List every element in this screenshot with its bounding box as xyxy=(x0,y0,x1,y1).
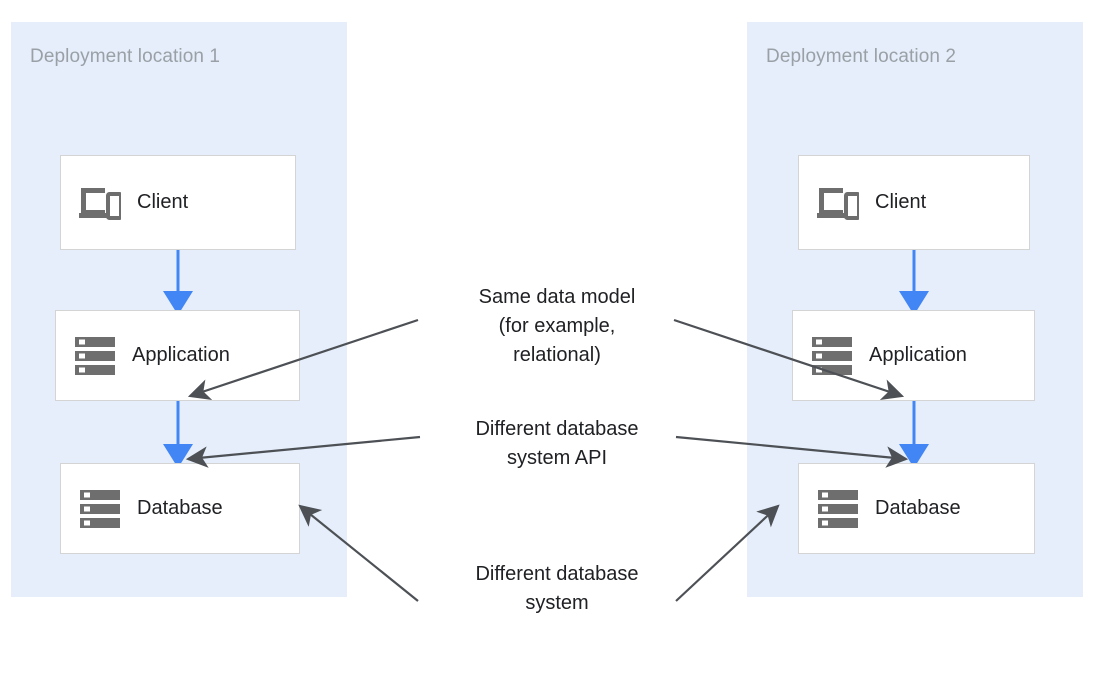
server-icon xyxy=(809,334,855,378)
server-icon xyxy=(815,487,861,531)
node-client-1-label: Client xyxy=(137,191,189,213)
node-database-2-label: Database xyxy=(875,497,961,519)
node-application-1[interactable]: Application xyxy=(55,310,300,401)
node-client-1[interactable]: Client xyxy=(60,155,296,250)
annotation-different-database-system: Different database system xyxy=(475,563,639,614)
node-application-1-label: Application xyxy=(132,344,230,366)
zone-2-title: Deployment location 2 xyxy=(766,46,957,67)
annotation-same-data-model: Same data model (for example, relational… xyxy=(478,286,636,366)
annotation-different-database-system-api: Different database system API xyxy=(475,418,639,469)
node-application-2-label: Application xyxy=(869,344,967,366)
node-application-2[interactable]: Application xyxy=(792,310,1035,401)
node-client-2[interactable]: Client xyxy=(798,155,1030,250)
zone-1-title: Deployment location 1 xyxy=(30,46,221,67)
devices-icon xyxy=(815,181,861,225)
node-database-1-label: Database xyxy=(137,497,223,519)
devices-icon xyxy=(77,181,123,225)
node-database-2[interactable]: Database xyxy=(798,463,1035,554)
server-icon xyxy=(72,334,118,378)
node-client-2-label: Client xyxy=(875,191,927,213)
server-icon xyxy=(77,487,123,531)
node-database-1[interactable]: Database xyxy=(60,463,300,554)
